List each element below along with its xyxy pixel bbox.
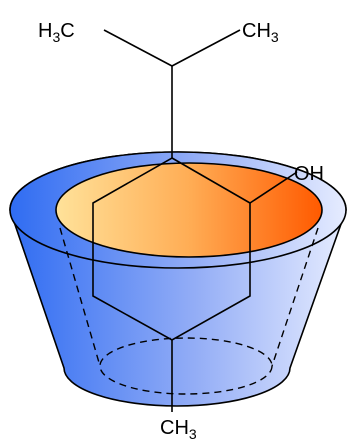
label-ch3-bottom: CH3 [160, 417, 197, 442]
label-h3c: H3C [38, 20, 75, 45]
label-ch3-top: CH3 [242, 20, 279, 45]
cavity-wall-right [271, 227, 319, 367]
bond-isopropyl-right [171, 29, 241, 67]
cavity-opening [55, 162, 323, 258]
label-oh: OH [294, 163, 324, 185]
bond-hydroxyl [249, 171, 298, 204]
cavity-bottom [99, 337, 273, 395]
bond-isopropyl-left [103, 29, 173, 67]
